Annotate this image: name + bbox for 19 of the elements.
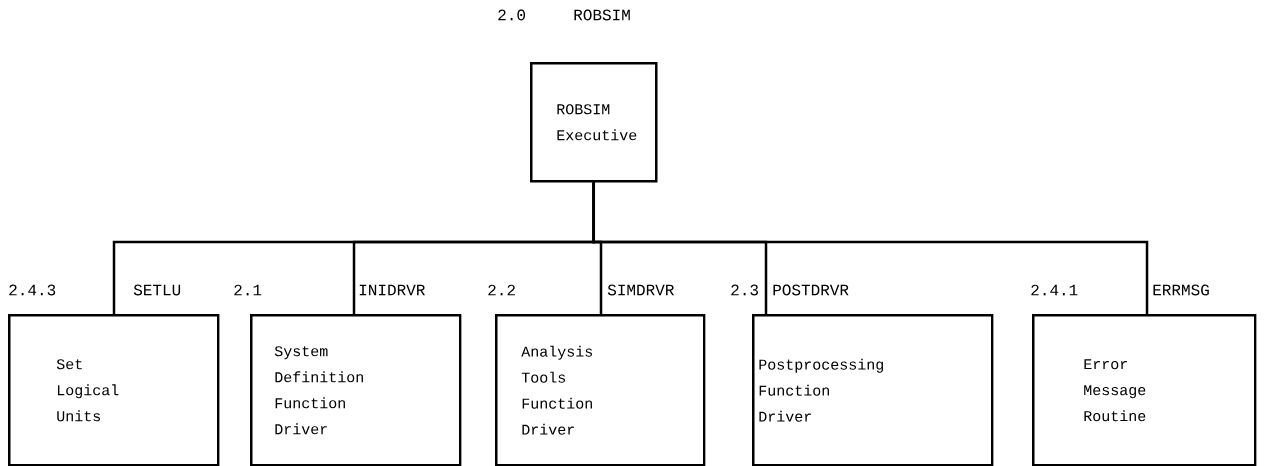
module-box: ROBSIM Executive [530,62,658,183]
routine-name: SIMDRVR [607,284,674,296]
module-number: 2.2 [488,284,515,296]
module-number: 2.0 [498,9,525,21]
routine-name: INIDRVR [359,284,425,296]
routine-name: SETLU [133,284,181,296]
routine-name: ERRMSG [1153,284,1209,296]
module-number: 2.3 [731,284,758,296]
module-number: 2.4.3 [9,284,56,296]
module-box: Error Message Routine [1032,314,1257,466]
module-number: 2.1 [234,284,262,296]
routine-name: POSTDRVR [773,284,849,296]
module-box: System Definition Function Driver [250,314,462,466]
module-box: Set Logical Units [8,314,220,466]
routine-name: ROBSIM [574,9,630,21]
module-box: Postprocessing Function Driver [752,314,994,466]
module-box: Analysis Tools Function Driver [495,314,706,466]
module-number: 2.4.1 [1031,284,1078,296]
connector-line [592,182,1149,314]
